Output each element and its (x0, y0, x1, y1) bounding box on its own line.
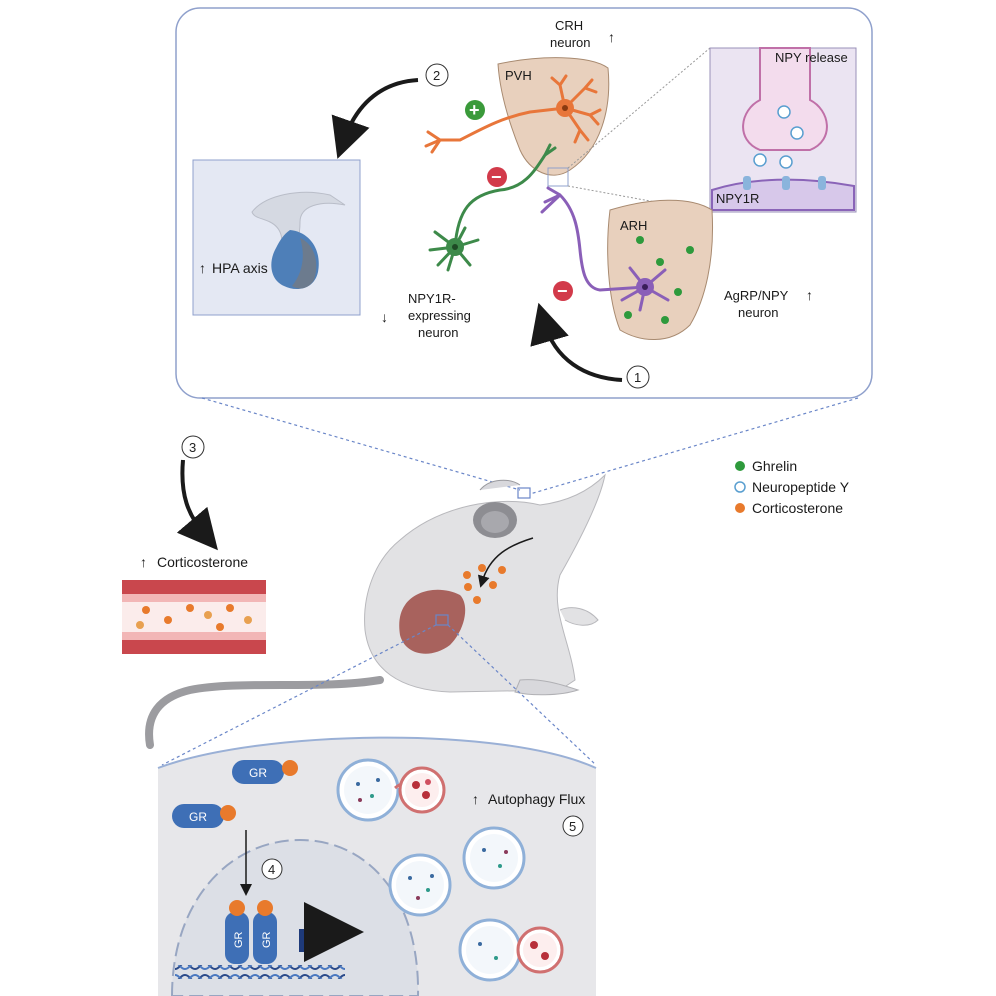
agrp-up-arrow: ↑ (806, 287, 813, 303)
liver-marker (435, 614, 449, 626)
npy1r-neuron-nucleus (452, 244, 458, 250)
step-1-badge (626, 365, 650, 389)
step-2-number: 2 (433, 68, 440, 83)
mouse-hindfoot (514, 679, 580, 696)
legend-npy-label: Neuropeptide Y (752, 479, 850, 495)
legend-corticosterone-label: Corticosterone (752, 500, 843, 516)
mouse-tail (145, 676, 384, 749)
minus-sign-2: − (557, 281, 568, 301)
ghrelin-dot (674, 288, 682, 296)
legend-ghrelin-marker (735, 461, 745, 471)
step-1-curved-arrow (530, 302, 623, 382)
crh-label-line1: CRH (555, 18, 583, 33)
agrp-label-line2: neuron (738, 305, 778, 320)
corticosterone-up-arrow: ↑ (140, 554, 147, 570)
agrp-neuron-nucleus (642, 284, 648, 290)
blood-vessel (122, 580, 266, 654)
plus-sign: + (469, 100, 480, 120)
step-5-number: 5 (569, 819, 576, 834)
ghrelin-dot (661, 316, 669, 324)
npy1r-down-arrow: ↓ (381, 309, 388, 325)
npy-release-inset: NPY release NPY1R (709, 47, 857, 213)
step-5-badge (562, 815, 584, 837)
minus-sign-1: − (491, 167, 502, 187)
npy1r-label: NPY1R (716, 191, 759, 206)
legend-corticosterone-marker (735, 503, 745, 513)
autophagosome-1 (388, 853, 452, 917)
autophagy-flux-label: Autophagy Flux (488, 791, 585, 807)
hpa-axis-label: HPA axis (212, 260, 268, 276)
synapse-marker (547, 167, 569, 187)
npy1r-neuron-label-line2: expressing (408, 308, 471, 323)
npy-release-label: NPY release (775, 50, 848, 65)
crh-up-arrow: ↑ (608, 29, 615, 45)
step-2-badge (425, 63, 449, 87)
step-3-number: 3 (189, 440, 196, 455)
legend-npy-marker (734, 481, 746, 493)
step-3-curved-arrow (176, 459, 218, 551)
step-4-number: 4 (268, 862, 275, 877)
pvh-region (497, 57, 610, 176)
step-4-badge (261, 858, 283, 880)
ghrelin-dot (656, 258, 664, 266)
autophagy-up-arrow: ↑ (472, 791, 479, 807)
legend-ghrelin-label: Ghrelin (752, 458, 797, 474)
mouse (145, 473, 606, 749)
crh-neuron-nucleus (562, 105, 568, 111)
ghrelin-dot (624, 311, 632, 319)
npy1r-neuron-label-line1: NPY1R- (408, 291, 456, 306)
gr-dimer-label-1: GR (233, 931, 245, 948)
gr-dimer: GR GR (225, 900, 277, 964)
liver (399, 589, 466, 654)
gr-label-1: GR (249, 766, 267, 780)
corticosterone-label: Corticosterone (157, 554, 248, 570)
hpa-axis-inset: ↑ HPA axis (192, 159, 361, 316)
step-3-badge (181, 435, 205, 459)
arh-label: ARH (620, 218, 647, 233)
mouse-forepaw (559, 607, 599, 626)
legend: Ghrelin Neuropeptide Y Corticosterone (734, 458, 850, 516)
autolysosome-2 (458, 918, 564, 982)
transcription-arrow (299, 902, 364, 962)
autophagosome-2 (462, 826, 526, 890)
dna-strand (175, 965, 345, 979)
gr-dimer-label-2: GR (261, 931, 273, 948)
crh-label-line2: neuron (550, 35, 590, 50)
hpa-up-arrow: ↑ (199, 260, 206, 276)
autolysosome-1 (336, 758, 446, 822)
agrp-neuron (540, 186, 670, 312)
excitatory-plus-badge (465, 100, 485, 120)
inhibitory-minus-badge-1 (487, 167, 507, 187)
gr-label-2: GR (189, 810, 207, 824)
npy1r-neuron-label-line3: neuron (418, 325, 458, 340)
pvh-label: PVH (505, 68, 532, 83)
gr-receptor-2: GR (172, 804, 236, 828)
step-2-curved-arrow (331, 78, 419, 159)
corticosterone-flow-arrow (477, 537, 534, 588)
arh-region (607, 199, 714, 340)
brain-marker (517, 487, 531, 499)
step-1-number: 1 (634, 370, 641, 385)
inhibitory-minus-badge-2 (553, 281, 573, 301)
agrp-label-line1: AgRP/NPY (724, 288, 789, 303)
gr-receptor-1: GR (232, 760, 298, 784)
ghrelin-dot (686, 246, 694, 254)
ghrelin-dot (636, 236, 644, 244)
